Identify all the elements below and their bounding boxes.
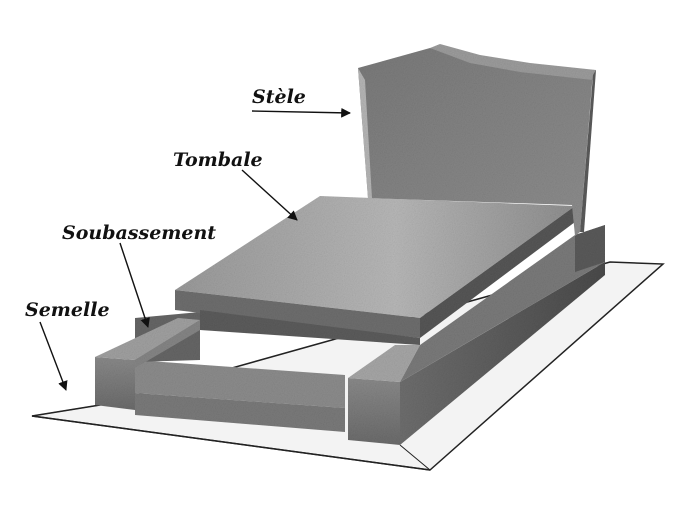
arrows: [39, 107, 351, 391]
arrow-soubassement: [119, 242, 150, 328]
label-stele: Stèle: [252, 86, 306, 108]
soubassement-side-wall: [400, 225, 605, 445]
stele-headstone: [358, 44, 596, 236]
arrow-stele: [251, 107, 351, 118]
tombale-slab: [175, 196, 575, 345]
soubassement-left-block: [95, 318, 200, 410]
soubassement-right-block: [348, 345, 420, 445]
label-tombale: Tombale: [173, 149, 263, 171]
arrow-tombale: [241, 169, 298, 221]
label-soubassement: Soubassement: [62, 222, 217, 244]
label-semelle: Semelle: [25, 299, 110, 321]
arrow-semelle: [39, 321, 68, 391]
